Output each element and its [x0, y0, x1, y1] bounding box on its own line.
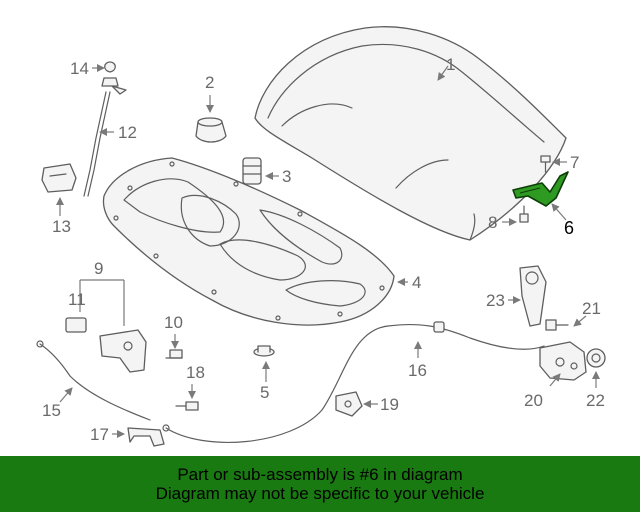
callout-22: 22 — [586, 391, 605, 410]
cable-bracket — [127, 427, 165, 447]
callout-19: 19 — [380, 395, 399, 414]
callout-6: 6 — [564, 218, 574, 238]
callout-18: 18 — [186, 363, 205, 382]
callout-15: 15 — [42, 401, 61, 420]
release-cable-lower — [36, 340, 151, 421]
banner-line-2: Diagram may not be specific to your vehi… — [155, 484, 485, 503]
callout-16: 16 — [408, 361, 427, 380]
hinge-bolt-upper — [540, 155, 551, 173]
info-banner: Part or sub-assembly is #6 in diagram Di… — [0, 456, 640, 512]
prop-rod-holder — [41, 163, 77, 193]
hood-insulator — [102, 157, 395, 326]
callout-11: 11 — [68, 290, 86, 309]
bracket-bolt — [175, 401, 199, 411]
callout-12: 12 — [118, 123, 137, 142]
callout-5: 5 — [260, 383, 269, 402]
callout-8: 8 — [488, 213, 497, 232]
release-cable-main — [162, 321, 545, 443]
callout-7: 7 — [570, 153, 579, 172]
hood-bumper-stop — [195, 117, 227, 143]
callout-3: 3 — [282, 167, 291, 186]
callout-10: 10 — [164, 313, 183, 332]
hood-panel — [254, 26, 567, 241]
callout-2: 2 — [205, 73, 214, 92]
callout-9: 9 — [94, 259, 103, 278]
lock-bolt — [545, 319, 569, 331]
hood-cushion — [242, 157, 262, 185]
callout-20: 20 — [524, 391, 543, 410]
callout-21: 21 — [582, 299, 601, 318]
callout-14: 14 — [70, 59, 89, 78]
hood-hinge-highlighted — [512, 171, 569, 207]
hood-prop-rod — [83, 61, 127, 197]
callout-13: 13 — [52, 217, 71, 236]
callout-17: 17 — [90, 425, 109, 444]
hood-lock-assembly — [539, 341, 587, 381]
latch-bolt — [165, 349, 183, 359]
parts-diagram: 1 2 3 4 5 6 — [36, 26, 606, 447]
banner-line-1: Part or sub-assembly is #6 in diagram — [177, 465, 463, 484]
cable-clip — [335, 391, 363, 417]
lock-striker — [519, 265, 547, 327]
hinge-bolt-lower — [519, 205, 529, 223]
callout-4: 4 — [412, 273, 421, 292]
callout-23: 23 — [486, 291, 505, 310]
lock-nut — [586, 348, 606, 368]
callout-1: 1 — [446, 55, 455, 74]
hood-latch-assembly — [65, 317, 147, 373]
grommet — [253, 345, 275, 357]
